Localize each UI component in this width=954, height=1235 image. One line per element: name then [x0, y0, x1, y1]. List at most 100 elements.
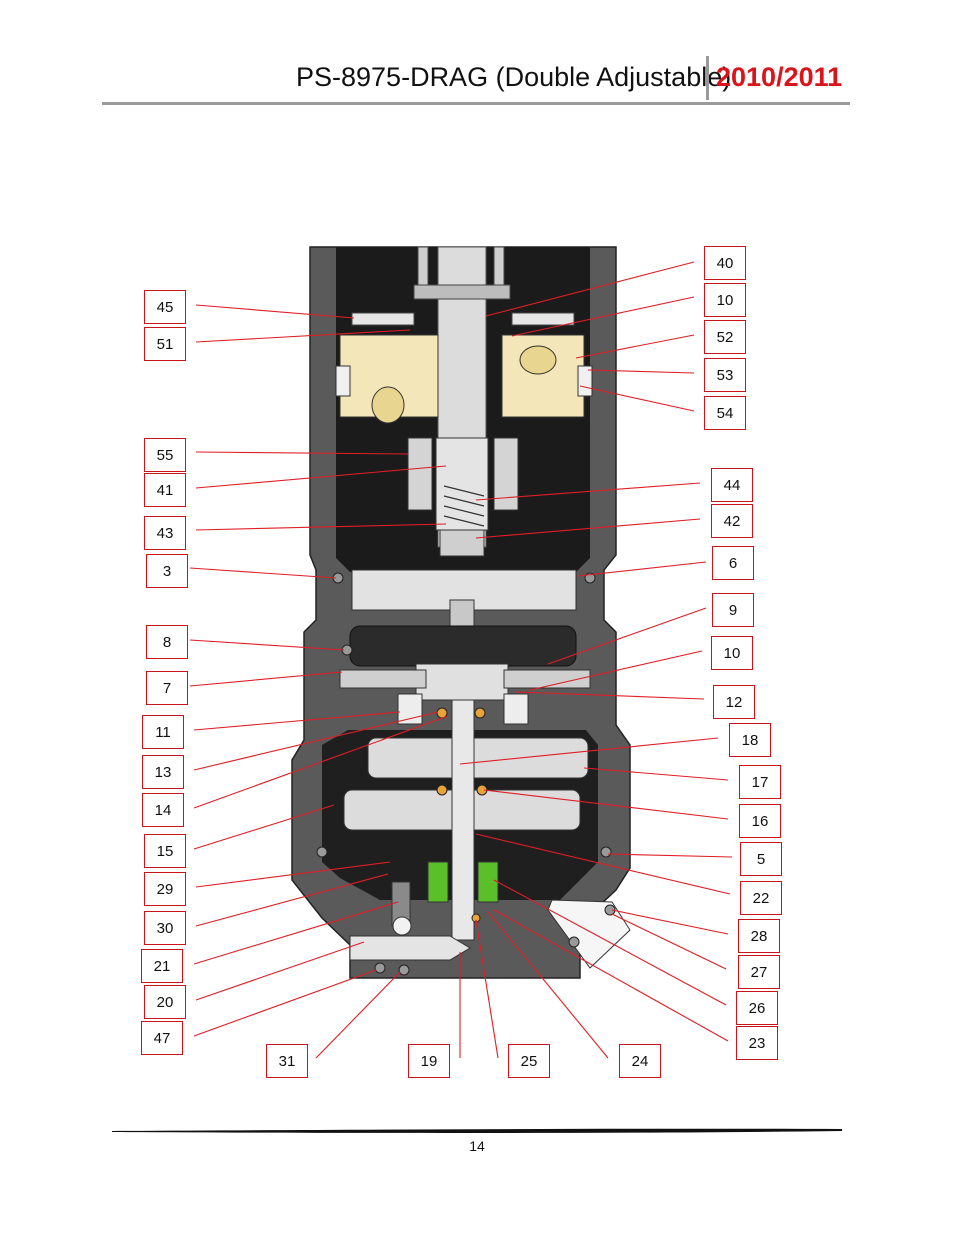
leader-15 [193, 804, 335, 850]
o-ring-13 [474, 707, 486, 719]
callout-5: 5 [740, 842, 782, 876]
callout-17: 17 [739, 765, 781, 799]
housing-port-left [371, 386, 405, 424]
leader-17 [583, 767, 729, 781]
leader-5 [607, 853, 733, 858]
callout-21: 21 [141, 949, 183, 983]
callout-25: 25 [508, 1044, 550, 1078]
model-year: 2010/2011 [716, 62, 843, 92]
needle-base [439, 529, 485, 557]
spring-44 [443, 485, 485, 527]
washer-45 [351, 312, 415, 326]
callout-14: 14 [142, 793, 184, 827]
callout-23: 23 [736, 1026, 778, 1060]
o-ring-27 [568, 936, 580, 948]
leader-16 [483, 789, 729, 820]
callout-24: 24 [619, 1044, 661, 1078]
rod-collar [413, 284, 511, 300]
seal-block-right [503, 693, 529, 725]
leader-28 [611, 909, 729, 935]
leader-lines [189, 261, 733, 1059]
callout-15: 15 [144, 834, 186, 868]
callout-29: 29 [144, 872, 186, 906]
green-seal-left [427, 861, 449, 903]
callout-42: 42 [711, 504, 753, 538]
callout-54: 54 [704, 396, 746, 430]
leader-40 [485, 261, 695, 317]
mid-piston-upper [367, 737, 589, 779]
leader-8 [189, 639, 345, 651]
o-ring-28 [604, 904, 616, 916]
leader-9 [547, 607, 707, 665]
piston-ring [349, 625, 577, 667]
housing-port-right [519, 345, 557, 375]
callout-9: 9 [712, 593, 754, 627]
callout-6: 6 [712, 546, 754, 580]
valve-spool [349, 935, 471, 961]
leader-3 [189, 567, 337, 579]
piston-cap [351, 569, 577, 611]
callout-10-top: 10 [704, 283, 746, 317]
callout-20: 20 [144, 985, 186, 1019]
leader-6 [577, 561, 707, 577]
callout-55: 55 [144, 438, 186, 472]
leader-26 [493, 879, 727, 1006]
callout-51: 51 [144, 327, 186, 361]
leader-10b [529, 650, 703, 691]
leader-18 [459, 737, 719, 765]
side-port [547, 899, 631, 969]
seal-block-left [397, 693, 423, 725]
leader-55 [195, 451, 409, 455]
callout-8: 8 [146, 625, 188, 659]
callout-3: 3 [146, 554, 188, 588]
leader-24 [487, 911, 609, 1059]
housing-bolt-right [577, 365, 593, 397]
callout-44: 44 [711, 468, 753, 502]
callout-31: 31 [266, 1044, 308, 1078]
callout-27: 27 [738, 955, 780, 989]
leader-20 [195, 941, 365, 1001]
callout-10-mid: 10 [711, 636, 753, 670]
leader-45 [195, 304, 355, 319]
callout-43: 43 [144, 516, 186, 550]
callout-11: 11 [142, 715, 184, 749]
check-ball [392, 916, 412, 936]
leader-31 [315, 971, 401, 1059]
piston-stem [449, 599, 475, 631]
footer-rule [112, 1128, 842, 1133]
leader-25 [475, 919, 499, 1059]
center-rod [451, 699, 475, 941]
leader-44 [475, 482, 701, 501]
leader-43 [195, 523, 447, 531]
piston-body [415, 663, 509, 701]
spacer-55-right [493, 437, 519, 511]
o-ring-31 [398, 964, 410, 976]
leader-54 [579, 385, 695, 412]
callout-53: 53 [704, 358, 746, 392]
o-ring-47 [374, 962, 386, 974]
leader-10a [511, 296, 695, 337]
callout-18: 18 [729, 723, 771, 757]
o-rings [436, 707, 488, 923]
o-ring-5 [600, 846, 612, 858]
callout-22: 22 [740, 881, 782, 915]
title-separator [706, 56, 709, 100]
leader-22 [475, 833, 731, 895]
callout-40: 40 [704, 246, 746, 280]
spacer-55-left [407, 437, 433, 511]
callout-28: 28 [738, 919, 780, 953]
callout-7: 7 [146, 671, 188, 705]
callout-19: 19 [408, 1044, 450, 1078]
page-number: 14 [469, 1138, 485, 1154]
housing-bolt-left [335, 365, 351, 397]
leader-23 [493, 909, 729, 1042]
leader-29 [195, 861, 391, 888]
leader-27 [611, 913, 727, 970]
leader-47 [193, 969, 377, 1037]
callout-41: 41 [144, 473, 186, 507]
leader-7 [189, 671, 343, 687]
callout-26: 26 [736, 991, 778, 1025]
leader-30 [195, 873, 389, 927]
leader-12 [515, 691, 705, 700]
